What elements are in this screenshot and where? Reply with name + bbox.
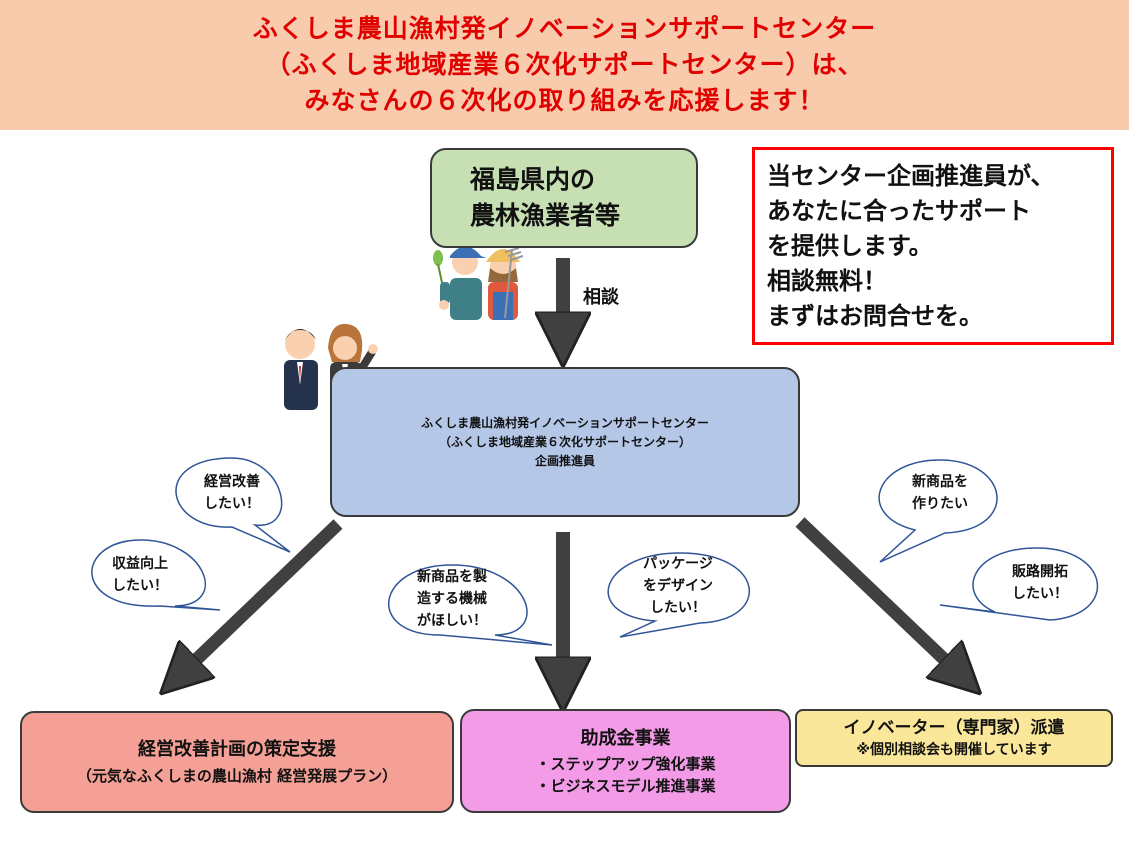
bubble-package-line-1: パッケージ bbox=[643, 556, 713, 572]
bubble-revenue-line-1: 収益向上 bbox=[112, 556, 168, 572]
bubble-shape-4 bbox=[607, 552, 751, 638]
center-line-1: ふくしま農山漁村発イノベーションサポートセンター bbox=[421, 415, 709, 430]
notice-line-2: あなたに合ったサポート bbox=[767, 196, 1031, 225]
innovator-title: イノベーター（専門家）派遣 bbox=[843, 718, 1065, 738]
subsidy-item-1: ・ステップアップ強化事業 bbox=[535, 755, 716, 773]
bubble-package-line-3: したい！ bbox=[650, 600, 706, 616]
farmers-line-1: 福島県内の bbox=[470, 165, 596, 194]
notice-line-4: 相談無料！ bbox=[767, 266, 887, 295]
bubble-revenue-line-2: したい！ bbox=[112, 578, 168, 594]
management-plan-title: 経営改善計画の策定支援 bbox=[138, 739, 336, 760]
bubble-sales-channel-line-1: 販路開拓 bbox=[1012, 564, 1068, 580]
subsidy-box: 助成金事業 ・ステップアップ強化事業 ・ビジネスモデル推進事業 bbox=[460, 709, 791, 813]
bubble-management-line-1: 経営改善 bbox=[204, 474, 260, 490]
center-line-3: 企画推進員 bbox=[534, 453, 595, 468]
bubble-package-line-2: をデザイン bbox=[643, 578, 713, 594]
notice-line-1: 当センター企画推進員が、 bbox=[767, 161, 1055, 190]
innovator-subtitle: ※個別相談会も開催しています bbox=[856, 742, 1052, 758]
bubble-sales-channel: 販路開拓 したい！ bbox=[995, 558, 1085, 608]
bubble-machine-line-1: 新商品を製 bbox=[417, 569, 487, 585]
bubble-machine: 新商品を製 造する機械 がほしい！ bbox=[402, 566, 502, 632]
consult-label: 相談 bbox=[583, 287, 619, 308]
banner-line-2: （ふくしま地域産業６次化サポートセンター）は、 bbox=[265, 50, 864, 79]
bubble-new-product-line-2: 作りたい bbox=[912, 496, 968, 512]
subsidy-title: 助成金事業 bbox=[580, 728, 671, 749]
speech-bubbles bbox=[91, 457, 1099, 646]
center-line-2: （ふくしま地域産業６次化サポートセンター） bbox=[438, 434, 691, 449]
bubble-shape-2 bbox=[91, 539, 221, 611]
center-box: ふくしま農山漁村発イノベーションサポートセンター （ふくしま地域産業６次化サポー… bbox=[330, 367, 800, 517]
banner-line-1: ふくしま農山漁村発イノベーションサポートセンター bbox=[252, 14, 877, 43]
notice-box: 当センター企画推進員が、 あなたに合ったサポート を提供します。 相談無料！ ま… bbox=[752, 147, 1114, 345]
arrow-to-innovator bbox=[795, 517, 966, 680]
farmers-line-2: 農林漁業者等 bbox=[470, 201, 621, 230]
bubble-new-product: 新商品を 作りたい bbox=[895, 468, 985, 518]
bubble-shape-1 bbox=[175, 457, 291, 553]
bubble-management: 経営改善 したい！ bbox=[187, 468, 277, 518]
bubble-machine-line-3: がほしい！ bbox=[417, 613, 487, 629]
management-plan-box: 経営改善計画の策定支援 （元気なふくしまの農山漁村 経営発展プラン） bbox=[20, 711, 454, 813]
bubble-package: パッケージ をデザイン したい！ bbox=[628, 553, 728, 619]
bubble-shape-6 bbox=[939, 547, 1099, 621]
arrow-to-management bbox=[175, 519, 343, 680]
management-plan-subtitle: （元気なふくしまの農山漁村 経営発展プラン） bbox=[76, 767, 398, 785]
bubble-sales-channel-line-2: したい！ bbox=[1012, 586, 1068, 602]
subsidy-item-2: ・ビジネスモデル推進事業 bbox=[535, 777, 716, 795]
bubble-shape-3 bbox=[387, 564, 553, 646]
notice-line-5: まずはお問合せを。 bbox=[767, 301, 983, 330]
farmers-box: 福島県内の 農林漁業者等 bbox=[430, 148, 698, 248]
bubble-revenue: 収益向上 したい！ bbox=[95, 550, 185, 600]
banner-line-3: みなさんの６次化の取り組みを応援します！ bbox=[304, 86, 825, 115]
bubble-new-product-line-1: 新商品を bbox=[912, 474, 968, 490]
bubble-machine-line-2: 造する機械 bbox=[417, 591, 487, 607]
header-banner: ふくしま農山漁村発イノベーションサポートセンター （ふくしま地域産業６次化サポー… bbox=[0, 0, 1129, 130]
bubble-management-line-2: したい！ bbox=[204, 496, 260, 512]
bubble-shape-5 bbox=[878, 459, 998, 563]
innovator-box: イノベーター（専門家）派遣 ※個別相談会も開催しています bbox=[795, 709, 1113, 767]
farmers-illustration bbox=[433, 246, 524, 320]
notice-line-3: を提供します。 bbox=[767, 231, 933, 260]
